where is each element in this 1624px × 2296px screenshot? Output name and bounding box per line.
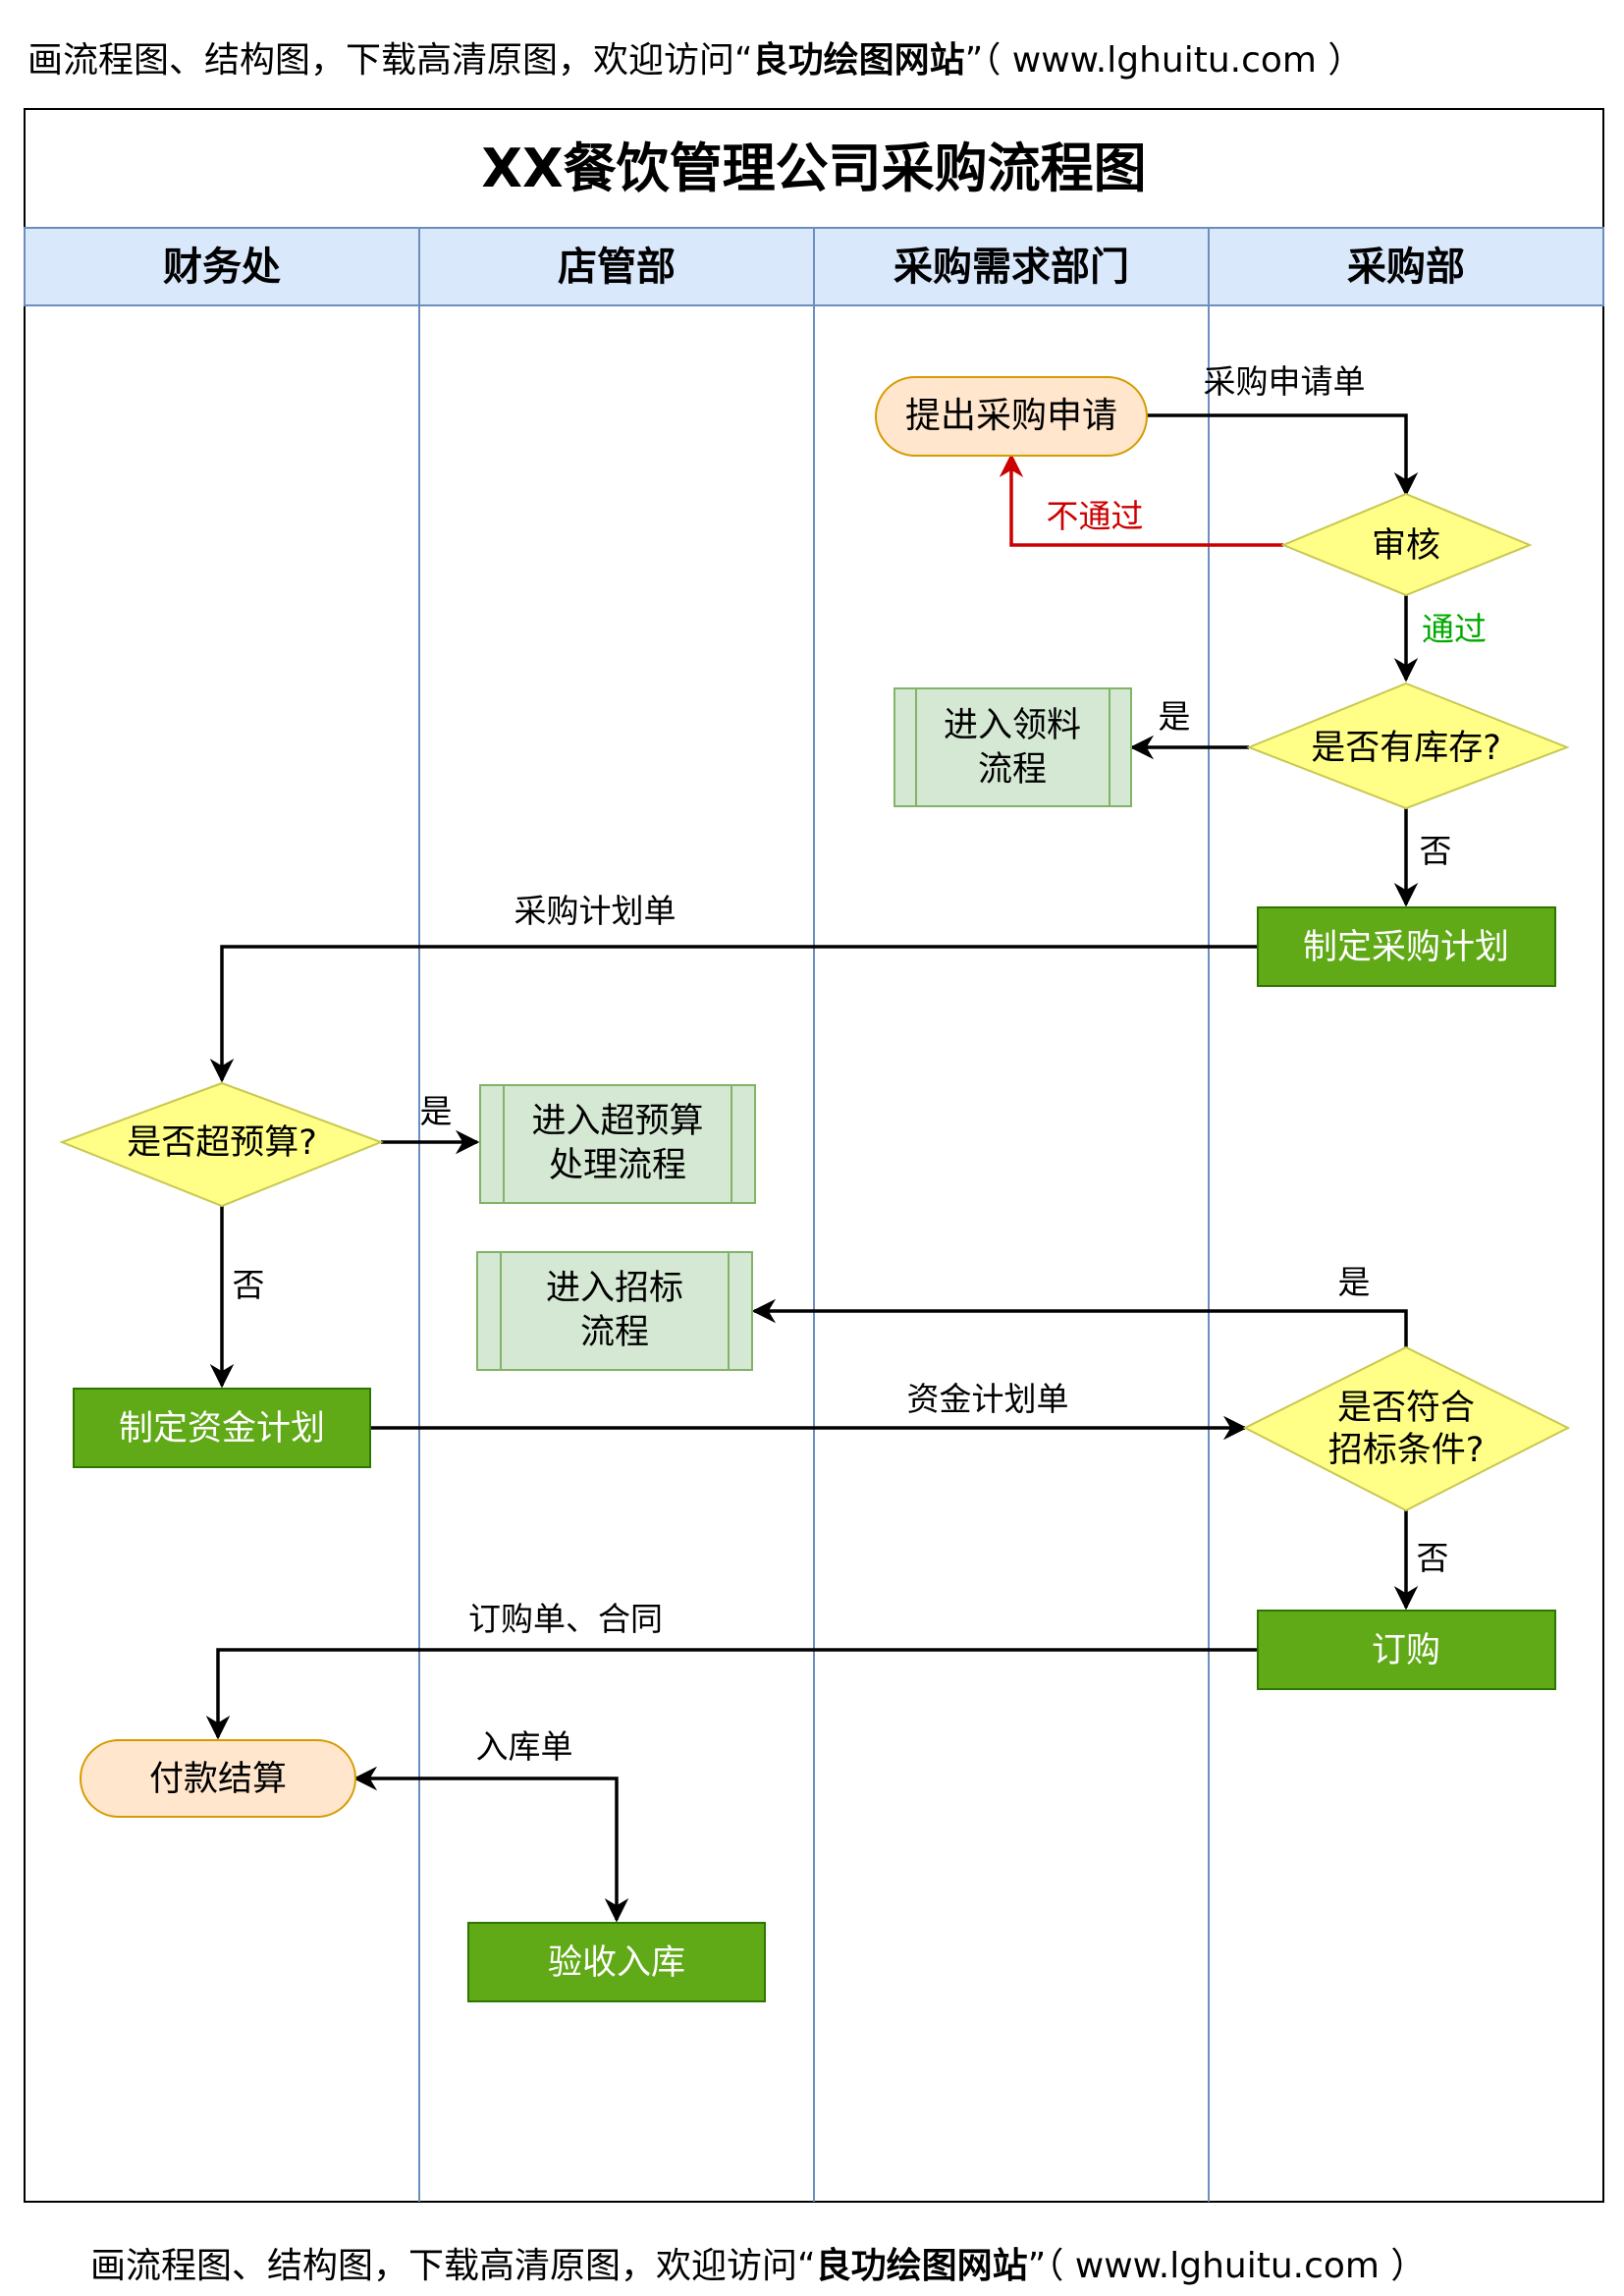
node-inspection-label: 验收入库	[548, 1943, 685, 1983]
label-no-stock: 否	[1420, 832, 1452, 870]
label-warehouse-receipt: 入库单	[476, 1727, 573, 1766]
banner-bottom: 画流程图、结构图，下载高清原图，欢迎访问“良功绘图网站”（ www.lghuit…	[90, 2237, 1426, 2288]
node-payment[interactable]: 付款结算	[80, 1739, 356, 1818]
edge-order-to-payment	[205, 1648, 1258, 1740]
node-review-label: 审核	[1372, 526, 1440, 566]
banner-suffix: ”（ www.lghuitu.com ）	[964, 40, 1364, 81]
node-enter-over-budget[interactable]: 进入超预算 处理流程	[479, 1084, 756, 1204]
lane-header-requester: 采购需求部门	[893, 245, 1129, 290]
node-make-fund-plan[interactable]: 制定资金计划	[73, 1388, 371, 1468]
label-purchase-request-form: 采购申请单	[1204, 362, 1366, 401]
banner-brand[interactable]: 良功绘图网站	[752, 40, 965, 81]
lane-header-store: 店管部	[558, 245, 676, 290]
label-yes-bidding: 是	[1338, 1263, 1371, 1301]
label-rejected: 不通过	[1047, 497, 1144, 535]
node-make-fund-plan-label: 制定资金计划	[119, 1409, 325, 1449]
node-meets-bidding[interactable]: 是否符合 招标条件?	[1242, 1345, 1571, 1512]
page-title: XX餐饮管理公司采购流程图	[481, 137, 1146, 199]
edge-bidding-yes	[751, 1298, 1408, 1347]
label-purchase-plan-form: 采购计划单	[514, 892, 677, 930]
node-order-label: 订购	[1372, 1631, 1440, 1670]
node-enter-picking-line2: 流程	[978, 750, 1047, 790]
node-make-purchase-plan-label: 制定采购计划	[1303, 928, 1509, 967]
label-no-bidding: 否	[1417, 1539, 1449, 1577]
node-enter-picking-line1: 进入领料	[944, 706, 1081, 745]
node-enter-bidding-line1: 进入招标	[546, 1269, 683, 1308]
node-submit-request-label: 提出采购申请	[905, 396, 1117, 436]
node-enter-over-budget-line2: 处理流程	[549, 1146, 686, 1185]
edge-payment-inspection	[352, 1766, 629, 1923]
node-order[interactable]: 订购	[1257, 1610, 1556, 1690]
edge-submit-to-review	[1147, 413, 1419, 497]
node-meets-bidding-line2: 招标条件?	[1328, 1431, 1485, 1470]
banner-prefix: 画流程图、结构图，下载高清原图，欢迎访问“	[90, 2246, 816, 2286]
node-has-stock-label: 是否有库存?	[1311, 729, 1501, 768]
banner-suffix: ”（ www.lghuitu.com ）	[1027, 2246, 1427, 2286]
node-meets-bidding-line1: 是否符合	[1337, 1389, 1475, 1428]
banner-brand[interactable]: 良功绘图网站	[815, 2246, 1028, 2286]
node-make-purchase-plan[interactable]: 制定采购计划	[1257, 906, 1556, 987]
node-enter-over-budget-line1: 进入超预算	[531, 1102, 703, 1141]
lane-header-purchasing: 采购部	[1347, 245, 1465, 290]
node-payment-label: 付款结算	[149, 1760, 287, 1799]
node-has-stock[interactable]: 是否有库存?	[1246, 682, 1570, 810]
label-yes-budget: 是	[420, 1092, 453, 1130]
node-over-budget[interactable]: 是否超预算?	[59, 1081, 384, 1208]
label-no-budget: 否	[233, 1266, 265, 1304]
label-approved: 通过	[1422, 610, 1487, 648]
edge-plan-to-budget	[209, 945, 1258, 1083]
node-enter-bidding[interactable]: 进入招标 流程	[476, 1251, 753, 1371]
node-submit-request[interactable]: 提出采购申请	[875, 376, 1148, 457]
node-over-budget-label: 是否超预算?	[127, 1123, 317, 1163]
banner-prefix: 画流程图、结构图，下载高清原图，欢迎访问“	[27, 40, 753, 81]
node-inspection[interactable]: 验收入库	[467, 1922, 766, 2002]
label-order-contract: 订购单、合同	[468, 1600, 663, 1638]
label-fund-plan-form: 资金计划单	[907, 1380, 1069, 1418]
lane-header-finance: 财务处	[163, 245, 281, 290]
node-review[interactable]: 审核	[1280, 492, 1533, 597]
label-yes-stock: 是	[1159, 697, 1191, 736]
edge-review-reject	[999, 453, 1283, 547]
node-enter-bidding-line2: 流程	[580, 1313, 649, 1352]
node-enter-picking[interactable]: 进入领料 流程	[893, 687, 1132, 807]
banner-top: 画流程图、结构图，下载高清原图，欢迎访问“良功绘图网站”（ www.lghuit…	[27, 31, 1363, 82]
